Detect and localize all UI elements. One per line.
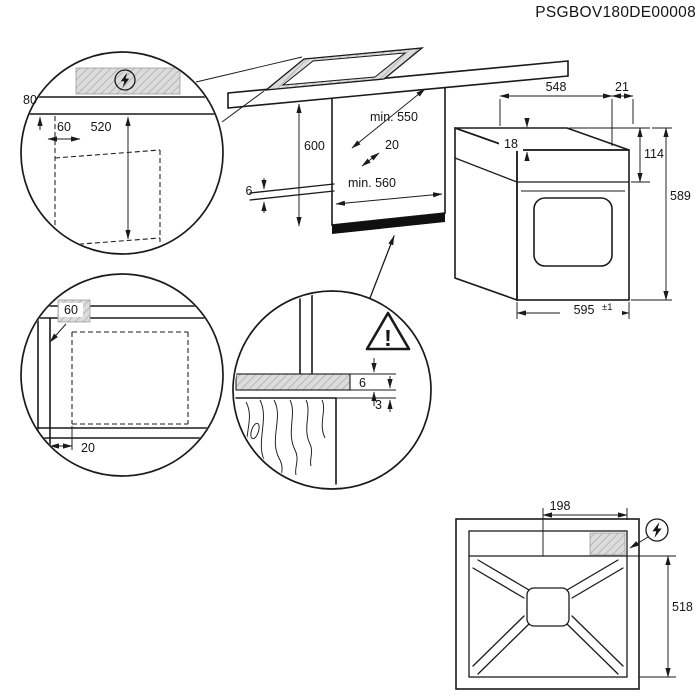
dim-connection-offset: 60 [57, 120, 71, 134]
vent-strip [332, 213, 445, 234]
dim-niche-width: min. 560 [348, 176, 396, 190]
topview-diagram: 198 518 [455, 499, 693, 690]
dim-connection-height: 80 [23, 93, 37, 107]
dim-niche-depth: min. 550 [370, 110, 418, 124]
dim-corner-front-clearance: 20 [81, 441, 95, 455]
topview-inner [468, 530, 628, 678]
oven-dimension-view: 548 21 18 114 589 595 ±1 [454, 80, 691, 319]
lightning-bolt-icon [645, 518, 669, 542]
callout-line-top [195, 56, 303, 83]
warning-mark: ! [384, 325, 392, 351]
worktop-isometric: min. 550 600 20 6 min. 560 [227, 47, 569, 299]
topview-outer [455, 518, 640, 690]
vent-pointer-arrow [369, 235, 395, 299]
dim-oven-top-inset: 18 [504, 137, 518, 151]
dim-shelf-thickness: 6 [359, 376, 366, 390]
lightning-bolt-icon [114, 69, 136, 91]
dim-oven-depth: 548 [546, 80, 567, 94]
label-box [59, 303, 83, 317]
dim-niche-height: 600 [304, 139, 325, 153]
oven-top-face [454, 127, 630, 151]
rear-gap-detail-callout: ! 6 3 [232, 290, 432, 490]
dim-connection-depth: 520 [91, 120, 112, 134]
document-code: PSGBOV180DE00008 [535, 4, 696, 21]
dim-corner-side-clearance: 60 [64, 303, 78, 317]
corner-detail-callout: 60 20 [20, 273, 224, 477]
dim-oven-door: 21 [615, 80, 629, 94]
electrical-detail-callout: 80 60 520 [20, 51, 224, 255]
connection-pointer [629, 536, 649, 549]
dim-oven-height: 589 [670, 189, 691, 203]
cavity-embossing [472, 559, 624, 675]
oven-door-window [533, 197, 613, 267]
connection-box [589, 532, 626, 556]
dim-niche-bottom-gap: 6 [246, 184, 253, 198]
label-box [499, 137, 523, 151]
callout-circle [20, 273, 224, 477]
oven-side-face [454, 126, 518, 302]
dim-oven-panel-height: 114 [644, 147, 664, 161]
warning-triangle-icon: ! [365, 311, 411, 351]
dim-oven-width-tolerance: ±1 [602, 302, 613, 313]
label-box [560, 303, 622, 317]
dim-niche-rear-gap: 20 [385, 138, 399, 152]
dim-air-gap: 3 [375, 398, 382, 412]
oven-front-face [516, 149, 630, 301]
shelf-section [235, 373, 351, 391]
dim-oven-width: 595 [574, 303, 595, 317]
hob-cutout-hole [281, 52, 407, 86]
dim-cable-position: 198 [550, 499, 571, 513]
dim-topview-depth: 518 [672, 600, 693, 614]
